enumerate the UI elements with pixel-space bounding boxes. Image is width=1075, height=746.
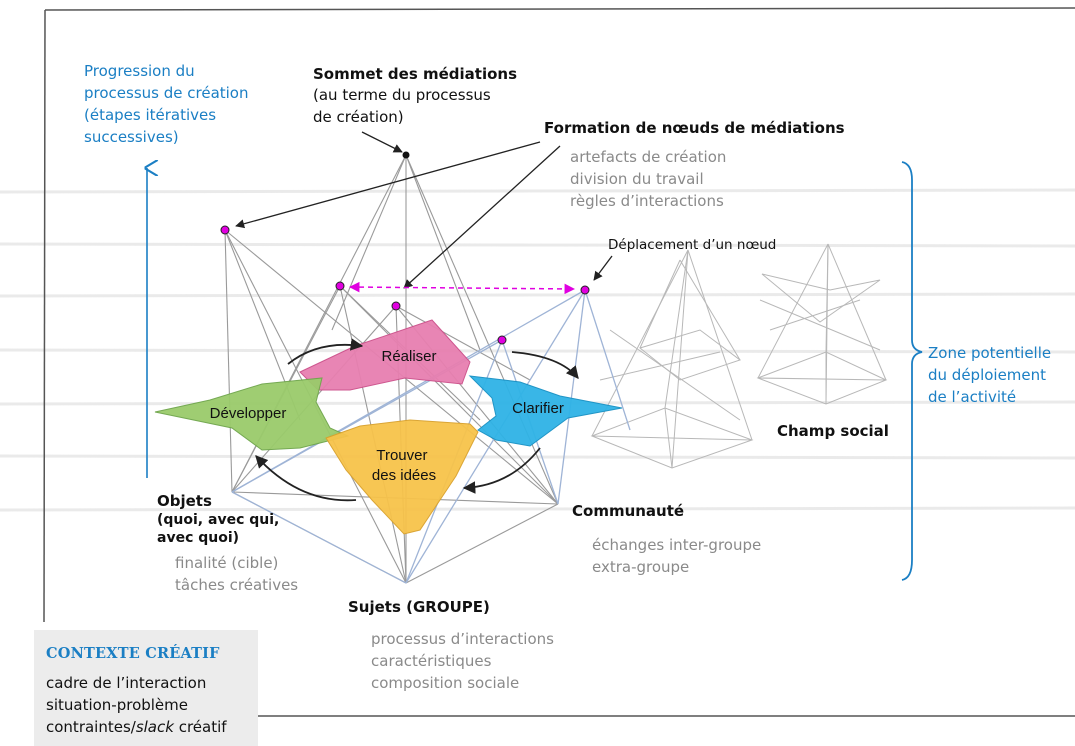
sujets-title: Sujets (GROUPE) — [348, 598, 490, 616]
context-line-3: contraintes/slack créatif — [46, 716, 227, 738]
formation-items: artefacts de création division du travai… — [570, 148, 727, 210]
progression-label: Progression du processus de création (ét… — [84, 62, 249, 146]
objets-items: finalité (cible) tâches créatives — [175, 554, 299, 594]
displacement-arrow — [348, 281, 576, 295]
zone-label: Zone potentielle du déploiement de l’act… — [928, 344, 1052, 406]
stage-label-trouver-line1: Trouver — [376, 447, 427, 464]
context-line-2: situation-problème — [46, 696, 189, 714]
shape-developper — [154, 377, 350, 451]
background-sketch-lines — [0, 188, 1075, 512]
context-line-3-post: créatif — [173, 718, 227, 736]
shape-trouver — [325, 419, 479, 535]
context-line-1: cadre de l’interaction — [46, 674, 207, 692]
mediation-node — [220, 225, 230, 235]
sujets-items: processus d’interactions caractéristique… — [371, 630, 554, 692]
formation-title: Formation de nœuds de médiations — [544, 119, 845, 137]
context-box — [34, 630, 258, 746]
champ-social-sketch — [590, 243, 888, 469]
cycle-arrows — [255, 338, 579, 502]
stage-label-trouver: Trouver des idées — [372, 447, 436, 484]
shape-realiser — [299, 319, 471, 391]
summit-title: Sommet des médiations — [313, 65, 518, 83]
objets-title: Objets — [157, 492, 212, 510]
objets-subtitle: (quoi, avec qui, avec quoi) — [157, 512, 280, 546]
mediation-node — [391, 301, 401, 311]
context-line-3-em: slack — [135, 718, 174, 736]
stage-label-realiser: Réaliser — [381, 348, 436, 365]
champ-social-label: Champ social — [777, 422, 889, 440]
zone-brace — [901, 161, 923, 581]
context-title: CONTEXTE CRÉATIF — [46, 645, 220, 662]
communaute-title: Communauté — [572, 502, 685, 520]
pointer-arrows — [235, 131, 613, 289]
mediation-node — [497, 335, 507, 345]
mediation-node — [335, 281, 345, 291]
displaced-node — [580, 285, 590, 295]
context-line-3-pre: contraintes/ — [46, 718, 136, 736]
summit-subtitle: (au terme du processus de création) — [313, 86, 491, 126]
stage-label-developper: Développer — [210, 405, 287, 422]
shape-clarifier — [468, 375, 623, 447]
stage-label-clarifier: Clarifier — [512, 400, 564, 417]
stage-label-trouver-line2: des idées — [372, 467, 436, 484]
frame-lines — [43, 7, 1075, 717]
displacement-label: Déplacement d’un nœud — [608, 237, 777, 253]
communaute-items: échanges inter-groupe extra-groupe — [592, 536, 762, 576]
summit-node — [402, 151, 410, 159]
